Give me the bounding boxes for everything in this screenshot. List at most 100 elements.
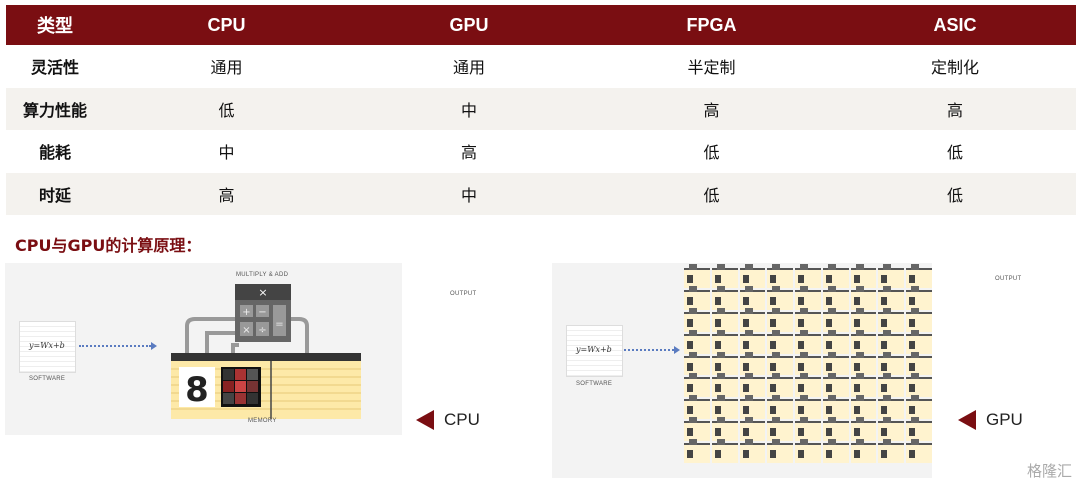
gpu-core-cell [850,329,877,354]
flow-arrow [79,345,151,347]
gpu-core-cell [822,417,849,442]
gpu-core-cell [906,417,932,442]
table-cell: 低 [703,143,720,163]
gpu-core-cell [850,373,877,398]
gpu-core-cell [795,417,821,442]
gpu-tag-label: GPU [986,410,1023,429]
gpu-core-cell [906,329,932,354]
gpu-core-cell [711,373,738,398]
gpu-core-cell [822,439,849,463]
cpu-output-label: OUTPUT [450,291,477,297]
gpu-core-cell [850,395,877,420]
header-fpga: FPGA [686,14,737,35]
gpu-core-cell [767,417,794,442]
gpu-core-cell [684,439,710,463]
cpu-diagram: × + − × ÷ = 8 [171,284,361,419]
gpu-core-cell [684,373,710,398]
gpu-illustration: y=Wx+b SOFTWARE [552,263,932,478]
gpu-core-cell [711,264,738,288]
table-cell: 高 [460,143,477,163]
table-row: 算力性能 低 中 高 高 [6,87,1076,130]
gpu-core-cell [822,307,849,332]
table-cell: 半定制 [687,58,736,78]
table-row: 能耗 中 高 低 低 [6,130,1076,173]
gpu-core-cell [684,351,710,376]
gpu-core-cell [711,395,738,420]
gpu-core-cell [822,395,849,420]
table-cell: 低 [218,100,235,120]
gpu-core-cell [795,373,821,398]
gpu-core-cell [739,395,766,420]
table-cell: 通用 [210,58,243,78]
digit-glyph: 8 [185,370,209,410]
row-label: 能耗 [38,143,71,163]
gpu-core-cell [684,264,710,288]
svg-text:=: = [275,319,283,330]
gpu-core-cell [906,307,932,332]
gpu-core-cell [850,351,877,376]
software-label: SOFTWARE [29,376,66,382]
gpu-core-cell [767,329,794,354]
gpu-core-cell [878,439,905,463]
comparison-table: 类型 CPU GPU FPGA ASIC 灵活性 通用 通用 半定制 定制化 算… [6,5,1076,215]
watermark-logo: 格隆汇 [1026,462,1072,480]
gpu-core-cell [767,373,794,398]
table-cell: 中 [218,143,235,163]
gpu-core-cell [767,264,794,288]
table-row: 时延 高 中 低 低 [6,172,1076,215]
gpu-output-label: OUTPUT [995,276,1022,282]
gpu-core-cell [878,285,905,310]
table-cell: 中 [460,185,477,205]
header-cpu: CPU [207,14,246,35]
gpu-core-cell [767,285,794,310]
table-cell: 中 [460,100,477,120]
gpu-core-cell [795,329,821,354]
software-label: SOFTWARE [576,381,613,387]
table-cell: 通用 [452,58,485,78]
header-type: 类型 [37,16,73,36]
gpu-core-cell [878,307,905,332]
gpu-core-cell [711,439,738,463]
row-label: 时延 [38,185,71,205]
gpu-core-cell [822,285,849,310]
gpu-core-cell [684,329,710,354]
gpu-core-cell [878,373,905,398]
gpu-core-cell [878,329,905,354]
table-row: 灵活性 通用 通用 半定制 定制化 [6,45,1076,88]
gpu-core-cell [739,285,766,310]
gpu-core-cell [878,351,905,376]
gpu-core-cell [711,285,738,310]
gpu-core-cell [795,395,821,420]
gpu-core-cell [850,417,877,442]
calc-symbol: × [258,286,267,299]
gpu-core-grid [684,264,932,463]
gpu-core-cell [684,307,710,332]
gpu-core-cell [795,307,821,332]
gpu-core-cell [684,395,710,420]
multiply-add-label: MULTIPLY & ADD [236,272,289,278]
gpu-core-cell [795,285,821,310]
gpu-core-cell [739,329,766,354]
software-paper [566,325,623,377]
table-cell: 高 [218,185,235,205]
svg-text:−: − [258,307,266,318]
row-label: 算力性能 [22,100,87,120]
gpu-core-cell [822,329,849,354]
gpu-core-cell [767,307,794,332]
table-cell: 低 [703,185,720,205]
gpu-core-cell [739,264,766,288]
memory-label: MEMORY [248,418,277,424]
gpu-core-cell [850,439,877,463]
svg-text:×: × [242,325,250,336]
cpu-illustration: MULTIPLY & ADD y=Wx+b SOFTWARE × + − × ÷… [5,263,402,435]
gpu-core-cell [739,351,766,376]
gpu-core-cell [711,329,738,354]
flow-arrow [624,349,674,351]
gpu-core-cell [739,373,766,398]
gpu-core-cell [878,395,905,420]
gpu-core-cell [767,395,794,420]
gpu-core-cell [906,351,932,376]
cpu-tag-label: CPU [444,410,480,429]
header-asic: ASIC [933,14,977,35]
triangle-pointer-icon [958,410,976,430]
